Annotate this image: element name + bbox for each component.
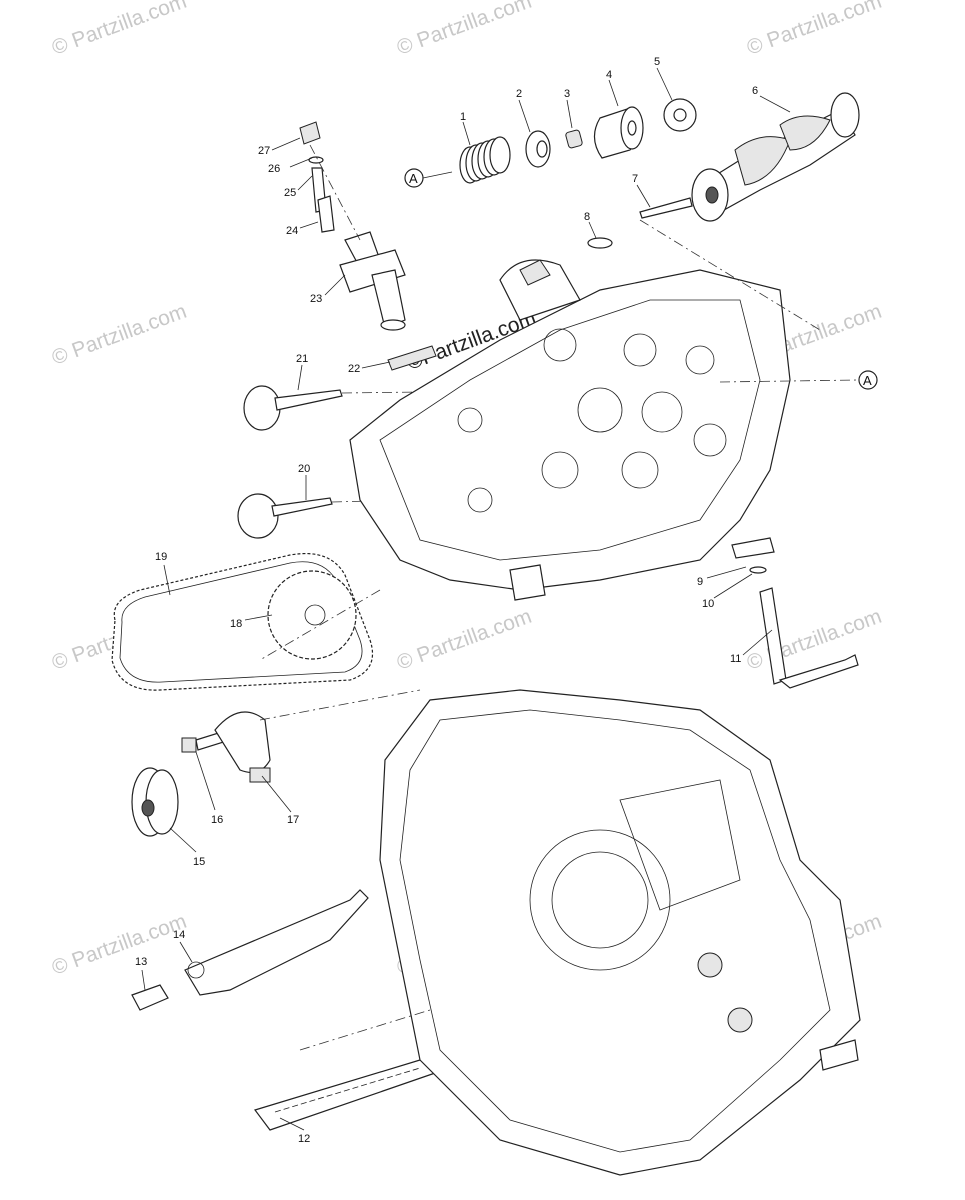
decomp-washer [749, 566, 767, 574]
chain-guide-part [214, 711, 271, 783]
o-ring [587, 237, 613, 249]
watermark: © Partzilla.com [49, 300, 190, 370]
part-label-1: 1 [460, 111, 466, 123]
callout-circle-a-right [858, 370, 878, 390]
exhaust-valve [243, 385, 421, 431]
part-label-5: 5 [654, 56, 660, 68]
part-label-3: 3 [564, 88, 570, 100]
spring-retainer [525, 130, 551, 168]
decompressor-group [731, 537, 859, 689]
part-label-18: 18 [230, 618, 242, 630]
part-labels: 1 2 3 4 5 6 7 8 9 10 11 12 13 14 15 16 1… [135, 56, 758, 1145]
part-label-22: 22 [348, 363, 360, 375]
tensioner-gasket [387, 345, 437, 371]
valve-spring [459, 136, 511, 184]
part-label-12: 12 [298, 1133, 310, 1145]
watermark: © Partzilla.com [49, 0, 190, 60]
chain-guide [254, 1054, 441, 1131]
cam-chain-group [111, 552, 374, 691]
part-label-27: 27 [258, 145, 270, 157]
dowel-pin [639, 197, 693, 219]
valve-lifter [593, 106, 644, 159]
part-label-11: 11 [730, 653, 741, 665]
part-label-17: 17 [287, 814, 299, 826]
pivot-bolt [131, 984, 169, 1011]
watermark: © Partzilla.com [49, 910, 190, 980]
drive-gear [131, 767, 179, 837]
part-label-23: 23 [310, 293, 322, 305]
tensioner-group [299, 121, 437, 371]
part-label-26: 26 [268, 163, 280, 175]
part-label-6: 6 [752, 85, 758, 97]
part-label-19: 19 [155, 551, 167, 563]
valve-shim [663, 98, 697, 132]
part-label-16: 16 [211, 814, 223, 826]
watermark: © Partzilla.com [744, 0, 885, 60]
cam-sprocket [267, 570, 357, 660]
part-label-24: 24 [286, 225, 298, 237]
part-label-15: 15 [193, 856, 205, 868]
part-label-20: 20 [298, 463, 310, 475]
tensioner-arm [184, 889, 369, 996]
valve-keeper [565, 129, 583, 149]
part-label-2: 2 [516, 88, 522, 100]
part-label-7: 7 [632, 173, 638, 185]
callout-a-right: A [863, 373, 872, 388]
part-label-9: 9 [697, 576, 703, 588]
watermark: © Partzilla.com [394, 0, 535, 60]
lower-left-parts [131, 711, 271, 837]
leader-lines [141, 67, 791, 1131]
crankcase [259, 589, 861, 1176]
camshaft-group [587, 92, 860, 249]
cylinder-head: A [349, 219, 878, 601]
watermark: © Partzilla.com [394, 605, 535, 675]
part-label-10: 10 [702, 598, 714, 610]
part-label-4: 4 [606, 69, 612, 81]
part-label-21: 21 [296, 353, 308, 365]
decomp-spring [731, 537, 775, 559]
part-label-25: 25 [284, 187, 296, 199]
callout-a-top: A [409, 171, 418, 186]
part-label-14: 14 [173, 929, 185, 941]
valve-spring-group: A [404, 98, 697, 188]
part-label-13: 13 [135, 956, 147, 968]
part-label-8: 8 [584, 211, 590, 223]
